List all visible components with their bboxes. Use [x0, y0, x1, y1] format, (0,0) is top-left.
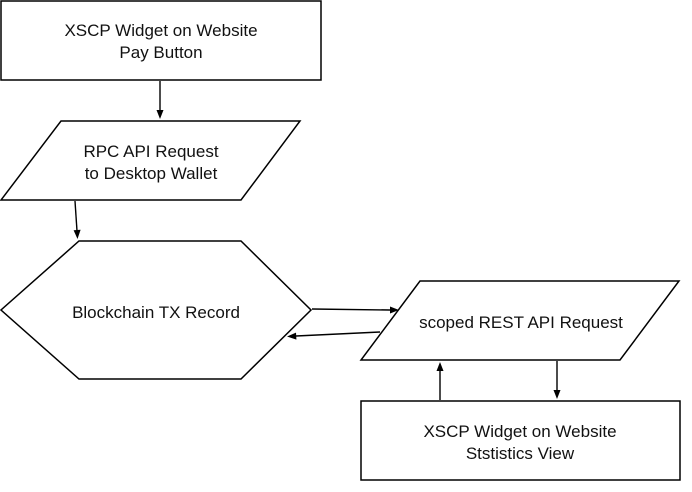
arrowhead-icon	[390, 306, 399, 314]
node-widget-pay-button-line2: Pay Button	[119, 43, 202, 62]
edge-pay-to-rpc	[156, 81, 164, 119]
arrowhead-icon	[287, 332, 297, 340]
arrowhead-icon	[436, 362, 444, 371]
node-widget-stats-view-line2: Ststistics View	[466, 444, 575, 463]
edge-blockchain-to-rest	[311, 306, 399, 314]
arrowhead-icon	[73, 229, 81, 239]
node-rest-request-shape	[359, 280, 681, 361]
node-rpc-request-line1: RPC API Request	[83, 142, 218, 161]
edge-rpc-to-blockchain	[73, 200, 81, 239]
node-widget-pay-button: XSCP Widget on Website Pay Button	[0, 0, 322, 81]
node-widget-stats-view-line1: XSCP Widget on Website	[423, 422, 616, 441]
arrowhead-icon	[156, 110, 164, 119]
node-rpc-request-line2: to Desktop Wallet	[85, 164, 218, 183]
node-rest-request: scoped REST API Request	[359, 280, 681, 361]
edge-rest-to-blockchain	[287, 331, 381, 340]
node-blockchain-record: Blockchain TX Record	[0, 240, 313, 380]
edge-stats-to-rest	[436, 362, 444, 400]
node-widget-stats-view: XSCP Widget on Website Ststistics View	[360, 400, 681, 481]
node-widget-pay-button-box	[0, 0, 322, 81]
arrowhead-icon	[553, 390, 561, 399]
node-blockchain-record-shape	[0, 240, 313, 380]
node-blockchain-record-label: Blockchain TX Record	[72, 303, 240, 322]
node-widget-pay-button-line1: XSCP Widget on Website	[64, 21, 257, 40]
node-rpc-request: RPC API Request to Desktop Wallet	[0, 120, 302, 201]
node-widget-stats-view-box	[360, 400, 681, 481]
node-rest-request-label: scoped REST API Request	[419, 313, 623, 332]
edge-rest-to-stats	[553, 361, 561, 399]
node-rpc-request-shape	[0, 120, 302, 201]
